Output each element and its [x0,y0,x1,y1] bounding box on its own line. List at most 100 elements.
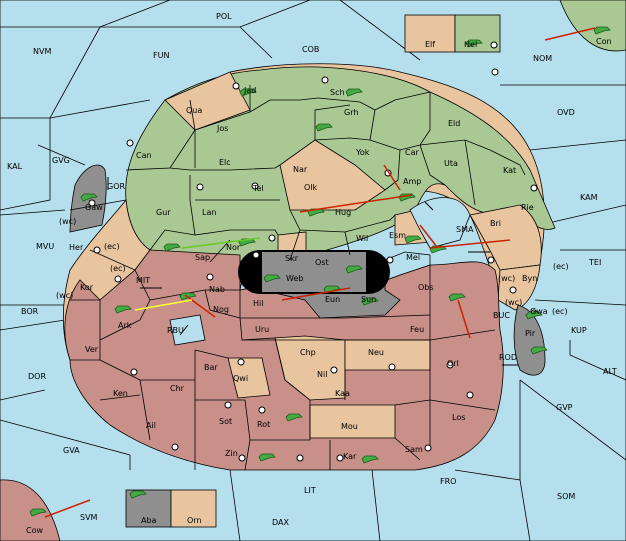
label-los: Los [452,413,465,422]
label-ail: Ail [146,421,156,430]
label-sap: Sap [195,253,210,262]
label-dax: DAX [272,518,289,527]
label-chp: Chp [300,348,316,357]
label-kup: KUP [571,326,587,335]
label-mel: Mel [406,253,420,262]
label-web: Web [286,274,303,283]
label-obs: Obs [418,283,434,292]
label-mou: Mou [341,422,358,431]
label-ovd: OVD [557,108,575,117]
label-qua: Qua [186,106,202,115]
lake-rbu [169,314,206,346]
province-byn-area [497,264,541,311]
label-zin: Zin [225,449,238,458]
support-arrows [134,237,261,311]
label-som: SOM [557,492,575,501]
label-mit: MIT [136,276,150,285]
label-ken: Ken [113,389,128,398]
coast-tags: (wc) (ec) (ec) (wc) (ec) (wc) (wc) (ec) [56,217,569,316]
connector-arrows [107,177,518,366]
label-uru: Uru [255,325,269,334]
label-esm: Esm [389,231,406,240]
label-fun: FUN [153,51,169,60]
label-svm: SVM [80,513,98,522]
label-cow: Cow [26,526,43,535]
label-tel: Tel [252,184,264,193]
label-byn: Byn [522,274,537,283]
label-aba: Aba [141,516,157,525]
label-orl: Orl [447,359,459,368]
label-con: Con [596,37,612,46]
province-labels: Jad Sch Qua Grh Jos Eld Can Yok Car Elc … [69,86,548,461]
label-kor: Kor [80,283,94,292]
label-bor: BOR [21,307,39,316]
label-rbu: RBU [167,326,184,335]
label-jad: Jad [243,86,256,95]
label-nab: Nab [209,285,225,294]
province-borders [69,85,526,471]
label-nog: Nog [213,305,229,314]
label-buc: BUC [493,311,510,320]
label-pir: Pir [525,329,536,338]
label-qwi: Qwi [233,374,248,383]
label-olk: Olk [304,183,318,192]
label-ost: Ost [315,258,329,267]
order-arrows [44,27,596,518]
label-neu: Neu [368,348,384,357]
label-hil: Hil [253,299,263,308]
label-kaa: Kaa [335,389,350,398]
label-dor: DOR [28,372,46,381]
tag-byn-ec: (ec) [553,262,569,271]
label-nor: Nor [226,243,241,252]
label-can: Can [136,151,152,160]
label-tei: TEI [588,258,601,267]
label-fro: FRO [440,477,456,486]
label-lan: Lan [202,208,216,217]
label-elc: Elc [219,158,231,167]
label-rie: Rie [521,203,534,212]
label-kat: Kat [503,166,516,175]
label-kar: Kar [343,452,357,461]
label-bar: Bar [204,363,218,372]
label-amp: Amp [403,177,421,186]
label-elf: Elf [425,40,435,49]
label-yok: Yok [355,148,370,157]
label-gvp: GVP [556,403,573,412]
label-her: Her [69,243,84,252]
inlet-sma [409,197,471,249]
tag-her-ec: (ec) [104,242,120,251]
province-qwi-area [227,357,271,399]
label-wil: Wil [356,234,368,243]
tag-gwa-wc: (wc) [505,298,522,307]
label-hel: Hel [464,40,477,49]
sea-labels: POL NVM FUN COB NOM OVD KAL GVG GOR KAM … [7,12,617,527]
label-gvg: GVG [52,156,70,165]
tag-byn-wc: (wc) [498,274,515,283]
label-skr: Skr [285,254,299,263]
label-grh: Grh [344,108,358,117]
tag-her-wc: (wc) [59,217,76,226]
label-orn: Orn [187,516,202,525]
label-ark: Ark [118,321,132,330]
label-feu: Feu [410,325,424,334]
label-car: Car [405,148,419,157]
label-eld: Eld [448,119,460,128]
label-gur: Gur [156,208,171,217]
label-gor: GOR [107,182,125,191]
label-sun: Sun [361,295,376,304]
label-alt: ALT [603,367,617,376]
label-nil: Nil [317,370,327,379]
tag-kor-ec: (ec) [110,264,126,273]
label-cob: COB [302,45,319,54]
label-lit: LIT [304,486,316,495]
label-chr: Chr [170,384,185,393]
tag-kor-wc: (wc) [56,291,73,300]
label-pol: POL [216,12,232,21]
province-orn-area [170,489,217,528]
label-hug: Hug [335,208,351,217]
province-neu-area [344,339,431,371]
units [29,26,611,517]
label-sma: SMA [456,225,474,234]
